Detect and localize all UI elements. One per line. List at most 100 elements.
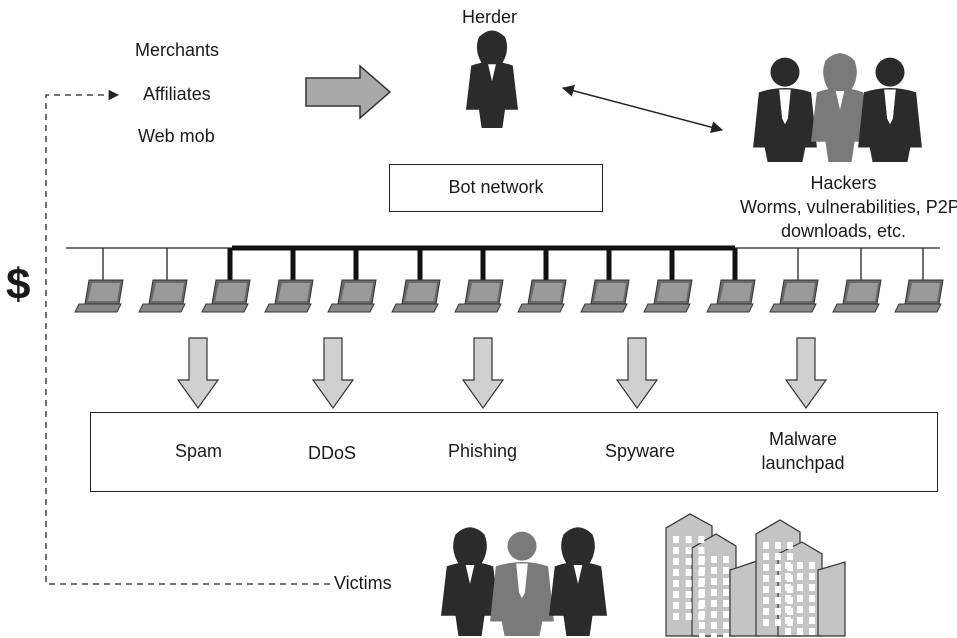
building-window	[809, 562, 815, 569]
laptop-icon	[327, 279, 377, 313]
building-window	[698, 547, 705, 554]
building-window	[785, 617, 791, 624]
laptop-icon	[74, 279, 124, 313]
building-window	[797, 584, 803, 591]
building-window	[673, 602, 679, 609]
building-window	[809, 573, 815, 580]
building-window	[809, 595, 815, 602]
building-window	[673, 547, 679, 554]
building-window	[785, 584, 791, 591]
attack-malware-launchpad: launchpad	[761, 453, 845, 473]
building-window	[699, 589, 705, 596]
building-window	[775, 542, 781, 549]
building-window	[809, 617, 815, 624]
laptop-icon	[894, 279, 944, 313]
bot-network-label: Bot network	[448, 177, 544, 197]
building-window	[785, 573, 791, 580]
herder-hackers-link	[561, 84, 724, 134]
laptop-row	[74, 279, 944, 313]
laptop-icon	[454, 279, 504, 313]
building-window	[723, 567, 729, 574]
laptop-icon	[391, 279, 441, 313]
building-window	[673, 558, 679, 565]
building-window	[763, 575, 769, 582]
attacks-box	[90, 412, 938, 492]
building-window	[763, 597, 769, 604]
building-window	[797, 595, 803, 602]
building-window	[723, 578, 729, 585]
money-flow-dashed-line	[45, 89, 330, 585]
building-window	[673, 613, 679, 620]
hackers-detail-1: Worms, vulnerabilities, P2P,	[740, 197, 957, 217]
building-window	[763, 553, 769, 560]
buyer-merchants: Merchants	[135, 40, 220, 60]
building-window	[699, 600, 705, 607]
building-window	[685, 602, 692, 609]
building-window	[785, 562, 791, 569]
building-window	[723, 622, 729, 629]
laptop-icon	[706, 279, 756, 313]
building-window	[673, 591, 679, 598]
building-window	[699, 556, 705, 563]
building-window	[711, 589, 717, 596]
building-window	[699, 622, 705, 629]
building-window	[685, 547, 692, 554]
building-window	[775, 597, 781, 604]
building-window	[797, 606, 803, 613]
building-window	[763, 586, 769, 593]
building-window	[775, 619, 781, 626]
building-window	[763, 619, 769, 626]
laptop-icon	[769, 279, 819, 313]
building-window	[711, 622, 717, 629]
building-window	[711, 556, 717, 563]
building-window	[763, 564, 769, 571]
building-window	[699, 578, 705, 585]
building-window	[797, 628, 803, 635]
laptop-icon	[201, 279, 251, 313]
building-window	[723, 556, 729, 563]
building-window	[797, 573, 803, 580]
building-window	[699, 567, 705, 574]
building-window	[763, 608, 769, 615]
hackers-figures-icon	[753, 53, 922, 162]
building-window	[685, 558, 692, 565]
building-window	[699, 611, 705, 618]
attack-spyware: Spyware	[605, 441, 676, 461]
laptop-icon	[264, 279, 314, 313]
hackers-detail-2: downloads, etc.	[780, 221, 907, 241]
building-window	[723, 611, 729, 618]
building-window	[723, 633, 729, 638]
attack-spam: Spam	[175, 441, 223, 461]
building-window	[673, 580, 679, 587]
building-window	[775, 575, 781, 582]
buyer-affiliates: Affiliates	[143, 84, 211, 104]
building-window	[785, 628, 791, 635]
building-window	[787, 553, 793, 560]
building-window	[685, 536, 692, 543]
building-window	[787, 542, 793, 549]
building-window	[775, 564, 781, 571]
hackers-title: Hackers	[810, 173, 877, 193]
building-window	[711, 567, 717, 574]
building-window	[809, 628, 815, 635]
herder-figure-icon	[466, 30, 518, 128]
building-window	[809, 606, 815, 613]
building-window	[685, 569, 692, 576]
laptop-icon	[643, 279, 693, 313]
down-arrows	[177, 337, 827, 409]
laptop-icon	[517, 279, 567, 313]
building-window	[723, 589, 729, 596]
victims-label: Victims	[334, 573, 392, 593]
attack-malware: Malware	[768, 429, 838, 449]
attack-phishing: Phishing	[448, 441, 518, 461]
bot-network-box	[389, 164, 603, 212]
down-arrow-icon	[177, 337, 219, 409]
down-arrow-icon	[462, 337, 504, 409]
building-window	[785, 595, 791, 602]
building-window	[775, 608, 781, 615]
network-drops	[102, 248, 924, 280]
building-window	[809, 584, 815, 591]
attack-ddos: DDoS	[308, 443, 357, 463]
building-window	[685, 613, 692, 620]
